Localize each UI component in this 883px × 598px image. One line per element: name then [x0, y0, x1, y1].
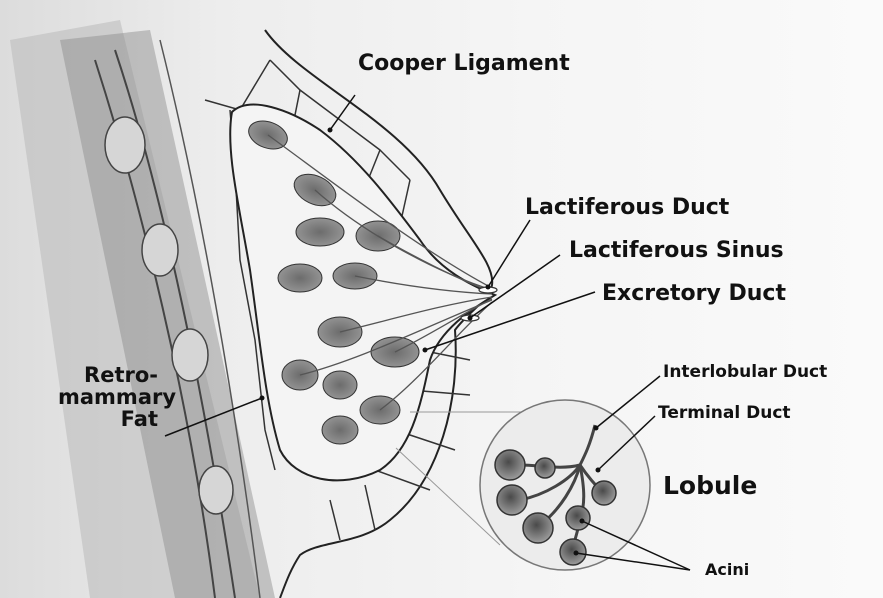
label-interlobular-duct: Interlobular Duct — [663, 364, 827, 382]
label-retromammary-fat: Retro- mammary Fat — [58, 364, 158, 430]
label-terminal-duct: Terminal Duct — [658, 405, 791, 423]
label-cooper-ligament: Cooper Ligament — [358, 52, 570, 75]
label-lobule: Lobule — [663, 473, 757, 499]
glandular-body — [230, 105, 495, 481]
label-lactiferous-sinus: Lactiferous Sinus — [569, 239, 784, 262]
label-excretory-duct: Excretory Duct — [602, 282, 786, 305]
label-acini: Acini — [705, 562, 749, 579]
label-retromammary-fat-line2: mammary — [58, 386, 158, 408]
label-retromammary-fat-line1: Retro- — [58, 364, 158, 386]
label-lactiferous-duct: Lactiferous Duct — [525, 196, 729, 219]
label-retromammary-fat-line3: Fat — [58, 408, 158, 430]
